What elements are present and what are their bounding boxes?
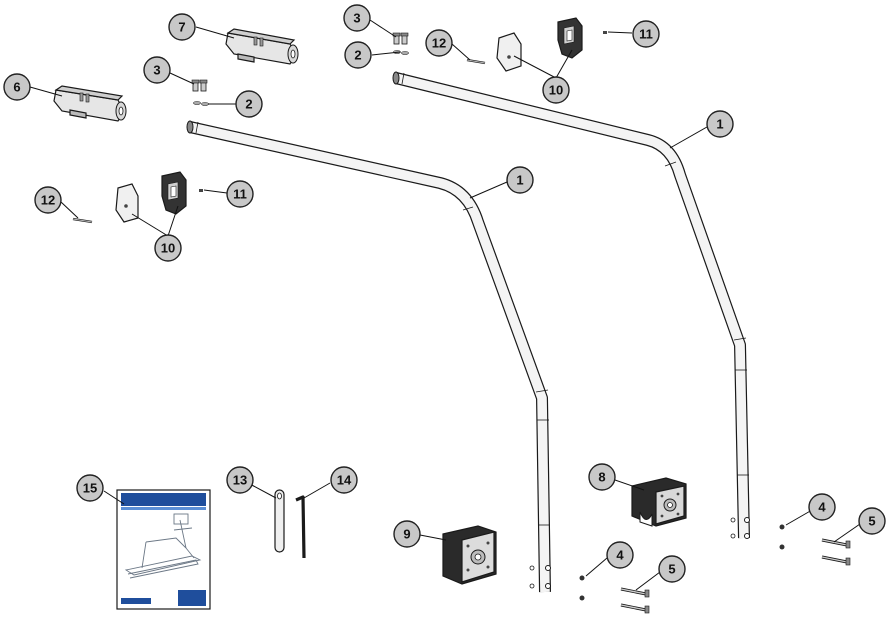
svg-text:10: 10 <box>161 241 175 256</box>
callout-5-rear: 5 <box>858 507 886 535</box>
callout-13: 13 <box>226 466 254 494</box>
part-5-bolts-front <box>620 587 650 614</box>
svg-text:12: 12 <box>432 36 446 51</box>
part-10-clip-left <box>115 171 187 223</box>
svg-text:2: 2 <box>354 48 361 63</box>
callout-1-front: 1 <box>506 166 534 194</box>
part-4-nuts-rear <box>779 524 785 550</box>
callout-2-left: 2 <box>235 90 263 118</box>
svg-text:8: 8 <box>598 470 605 485</box>
part-14-hex-key <box>295 495 306 559</box>
callout-6: 6 <box>3 73 31 101</box>
callout-4-rear: 4 <box>808 493 836 521</box>
part-9-end-cap <box>442 525 497 585</box>
callout-3-left: 3 <box>143 56 171 84</box>
leader-lines <box>29 19 861 591</box>
callout-14: 14 <box>330 466 358 494</box>
svg-text:14: 14 <box>337 473 352 488</box>
svg-text:5: 5 <box>668 562 675 577</box>
part-12-pin-right <box>466 58 486 65</box>
svg-text:2: 2 <box>245 97 252 112</box>
part-11-dot-right <box>603 31 607 34</box>
svg-text:15: 15 <box>83 481 97 496</box>
svg-text:3: 3 <box>353 11 360 26</box>
callout-5-front: 5 <box>658 555 686 583</box>
part-12-pin-left <box>72 217 93 224</box>
svg-text:12: 12 <box>41 193 55 208</box>
callout-15: 15 <box>76 474 104 502</box>
svg-text:3: 3 <box>153 63 160 78</box>
svg-text:13: 13 <box>233 473 247 488</box>
part-11-dot-left <box>199 189 203 192</box>
callout-3-right: 3 <box>343 4 371 32</box>
svg-text:1: 1 <box>516 173 523 188</box>
svg-text:5: 5 <box>868 514 875 529</box>
callout-1-rear: 1 <box>706 110 734 138</box>
svg-text:11: 11 <box>233 187 247 202</box>
part-5-bolts-rear <box>821 538 851 566</box>
callout-2-right: 2 <box>344 41 372 69</box>
handrail-tube-front <box>186 120 551 593</box>
svg-text:7: 7 <box>178 20 185 35</box>
part-6-housing <box>53 85 127 122</box>
callout-4-front: 4 <box>606 541 634 569</box>
part-10-clip-right <box>496 17 583 72</box>
callout-8: 8 <box>588 463 616 491</box>
svg-text:10: 10 <box>549 83 563 98</box>
callout-12-right: 12 <box>425 29 453 57</box>
callout-10-right: 10 <box>542 76 570 104</box>
callout-10-left: 10 <box>154 234 182 262</box>
handrail-tube-rear <box>392 71 750 539</box>
part-3-screws-left <box>191 79 208 92</box>
callout-12-left: 12 <box>34 186 62 214</box>
part-8-end-cap <box>631 477 687 527</box>
callout-11-right: 11 <box>632 20 660 48</box>
part-15-manual <box>116 489 211 610</box>
callout-7: 7 <box>168 13 196 41</box>
part-3-screws-right <box>392 32 409 45</box>
svg-text:4: 4 <box>616 548 624 563</box>
svg-text:1: 1 <box>716 117 723 132</box>
svg-text:4: 4 <box>818 500 826 515</box>
callout-9: 9 <box>393 520 421 548</box>
part-7-housing <box>225 28 299 65</box>
part-4-nuts-front <box>579 575 585 601</box>
part-13-wrench <box>274 489 285 553</box>
part-2-washers-left <box>193 101 209 106</box>
svg-text:11: 11 <box>639 27 653 42</box>
callout-11-left: 11 <box>226 180 254 208</box>
svg-text:6: 6 <box>13 80 20 95</box>
svg-text:9: 9 <box>403 527 410 542</box>
